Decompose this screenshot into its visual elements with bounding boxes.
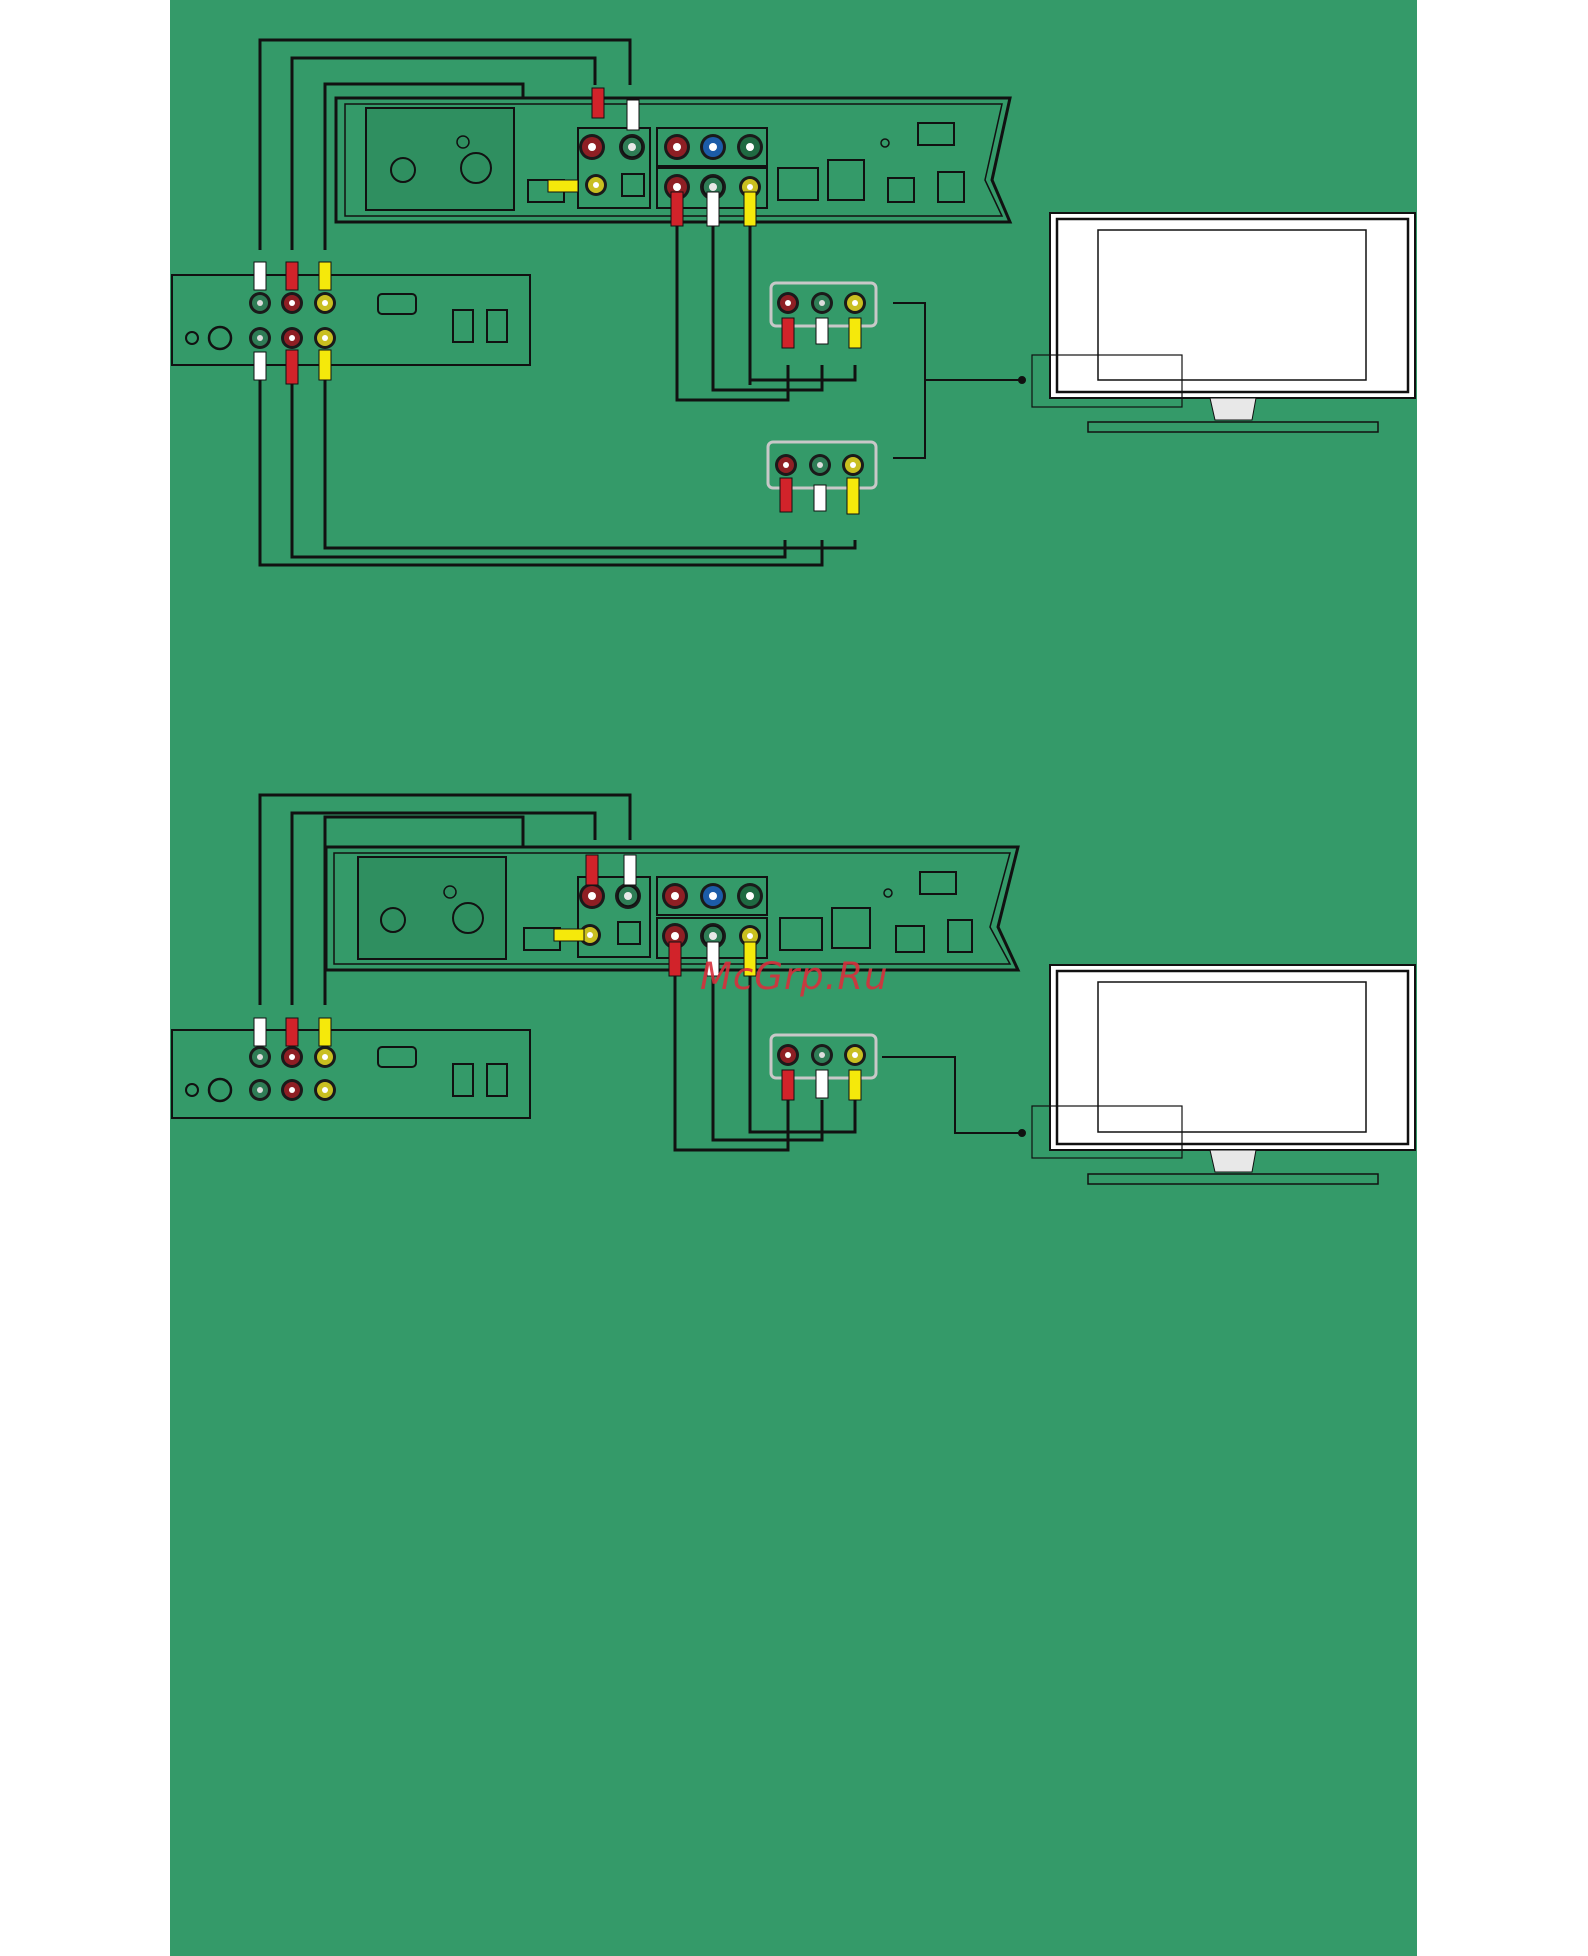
diagram-1 (172, 40, 1415, 565)
plugs-source-bottom (254, 350, 855, 565)
source-device-panel-2 (172, 1030, 530, 1118)
tv-av-input-1 (677, 283, 876, 400)
plugs-source-top-2 (254, 1018, 331, 1046)
tv-av-input-3 (771, 1035, 876, 1100)
tv-av-input-2 (768, 442, 876, 514)
television-1 (1032, 213, 1415, 432)
tv-input-bracket-2 (882, 1057, 1025, 1136)
source-device-panel (172, 275, 530, 365)
watermark-text: McGrp.Ru (700, 955, 889, 998)
tv-input-bracket (893, 303, 1025, 458)
television-2 (1032, 965, 1415, 1184)
plugs-source-top (254, 262, 331, 290)
